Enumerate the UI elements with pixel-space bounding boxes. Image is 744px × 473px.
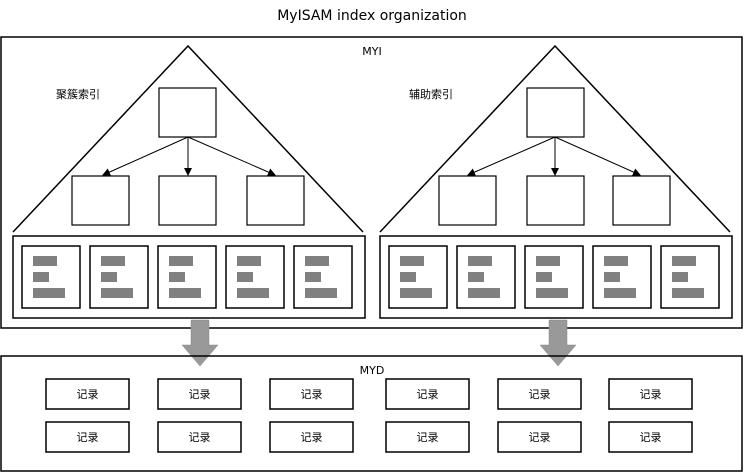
record-box: 记录 bbox=[385, 421, 470, 453]
record-box: 记录 bbox=[45, 421, 130, 453]
secondary-index-tree: 辅助索引 bbox=[379, 44, 733, 319]
record-label: 记录 bbox=[417, 431, 439, 444]
record-box: 记录 bbox=[157, 421, 242, 453]
record-box: 记录 bbox=[497, 421, 582, 453]
leaf-page bbox=[89, 245, 149, 309]
edge-arrow bbox=[102, 136, 189, 176]
root-node bbox=[526, 87, 585, 138]
record-box: 记录 bbox=[45, 378, 130, 410]
leaf-page bbox=[524, 245, 584, 309]
tree-triangle bbox=[12, 44, 364, 233]
record-label: 记录 bbox=[77, 431, 99, 444]
record-label: 记录 bbox=[189, 431, 211, 444]
pointer-arrow bbox=[181, 319, 219, 367]
pointer-arrow bbox=[539, 319, 577, 367]
leaf-page bbox=[388, 245, 448, 309]
record-label: 记录 bbox=[529, 388, 551, 401]
record-box: 记录 bbox=[269, 378, 354, 410]
branch-node bbox=[526, 175, 585, 226]
record-box: 记录 bbox=[608, 421, 693, 453]
record-grid: 记录记录记录记录记录记录记录记录记录记录记录记录 bbox=[45, 378, 693, 453]
record-box: 记录 bbox=[269, 421, 354, 453]
record-label: 记录 bbox=[529, 431, 551, 444]
record-label: 记录 bbox=[77, 388, 99, 401]
myd-box bbox=[0, 355, 743, 472]
record-box: 记录 bbox=[608, 378, 693, 410]
leaf-page bbox=[293, 245, 353, 309]
leaf-page bbox=[456, 245, 516, 309]
myi-box bbox=[0, 36, 743, 329]
leaf-page bbox=[21, 245, 81, 309]
record-box: 记录 bbox=[157, 378, 242, 410]
leaf-page bbox=[592, 245, 652, 309]
tree-label: 辅助索引 bbox=[409, 87, 453, 101]
record-label: 记录 bbox=[189, 388, 211, 401]
branch-node bbox=[158, 175, 217, 226]
myi-label: MYI bbox=[362, 45, 381, 58]
record-label: 记录 bbox=[417, 388, 439, 401]
leaf-page bbox=[157, 245, 217, 309]
record-label: 记录 bbox=[301, 388, 323, 401]
clustered-index-tree: 聚簇索引 bbox=[12, 44, 366, 319]
branch-node bbox=[612, 175, 671, 226]
leaf-page bbox=[660, 245, 720, 309]
root-node bbox=[158, 87, 217, 138]
diagram-title: MyISAM index organization bbox=[277, 8, 467, 24]
leaf-page bbox=[225, 245, 285, 309]
record-box: 记录 bbox=[385, 378, 470, 410]
record-box: 记录 bbox=[497, 378, 582, 410]
tree-triangle bbox=[379, 44, 731, 233]
record-label: 记录 bbox=[640, 388, 662, 401]
branch-node bbox=[71, 175, 130, 226]
branch-node bbox=[438, 175, 497, 226]
edge-arrow bbox=[554, 136, 641, 176]
record-label: 记录 bbox=[640, 431, 662, 444]
branch-node bbox=[246, 175, 305, 226]
record-label: 记录 bbox=[301, 431, 323, 444]
edge-arrow bbox=[467, 136, 556, 176]
myd-label: MYD bbox=[360, 364, 385, 377]
tree-label: 聚簇索引 bbox=[56, 87, 100, 101]
edge-arrow bbox=[187, 136, 276, 176]
